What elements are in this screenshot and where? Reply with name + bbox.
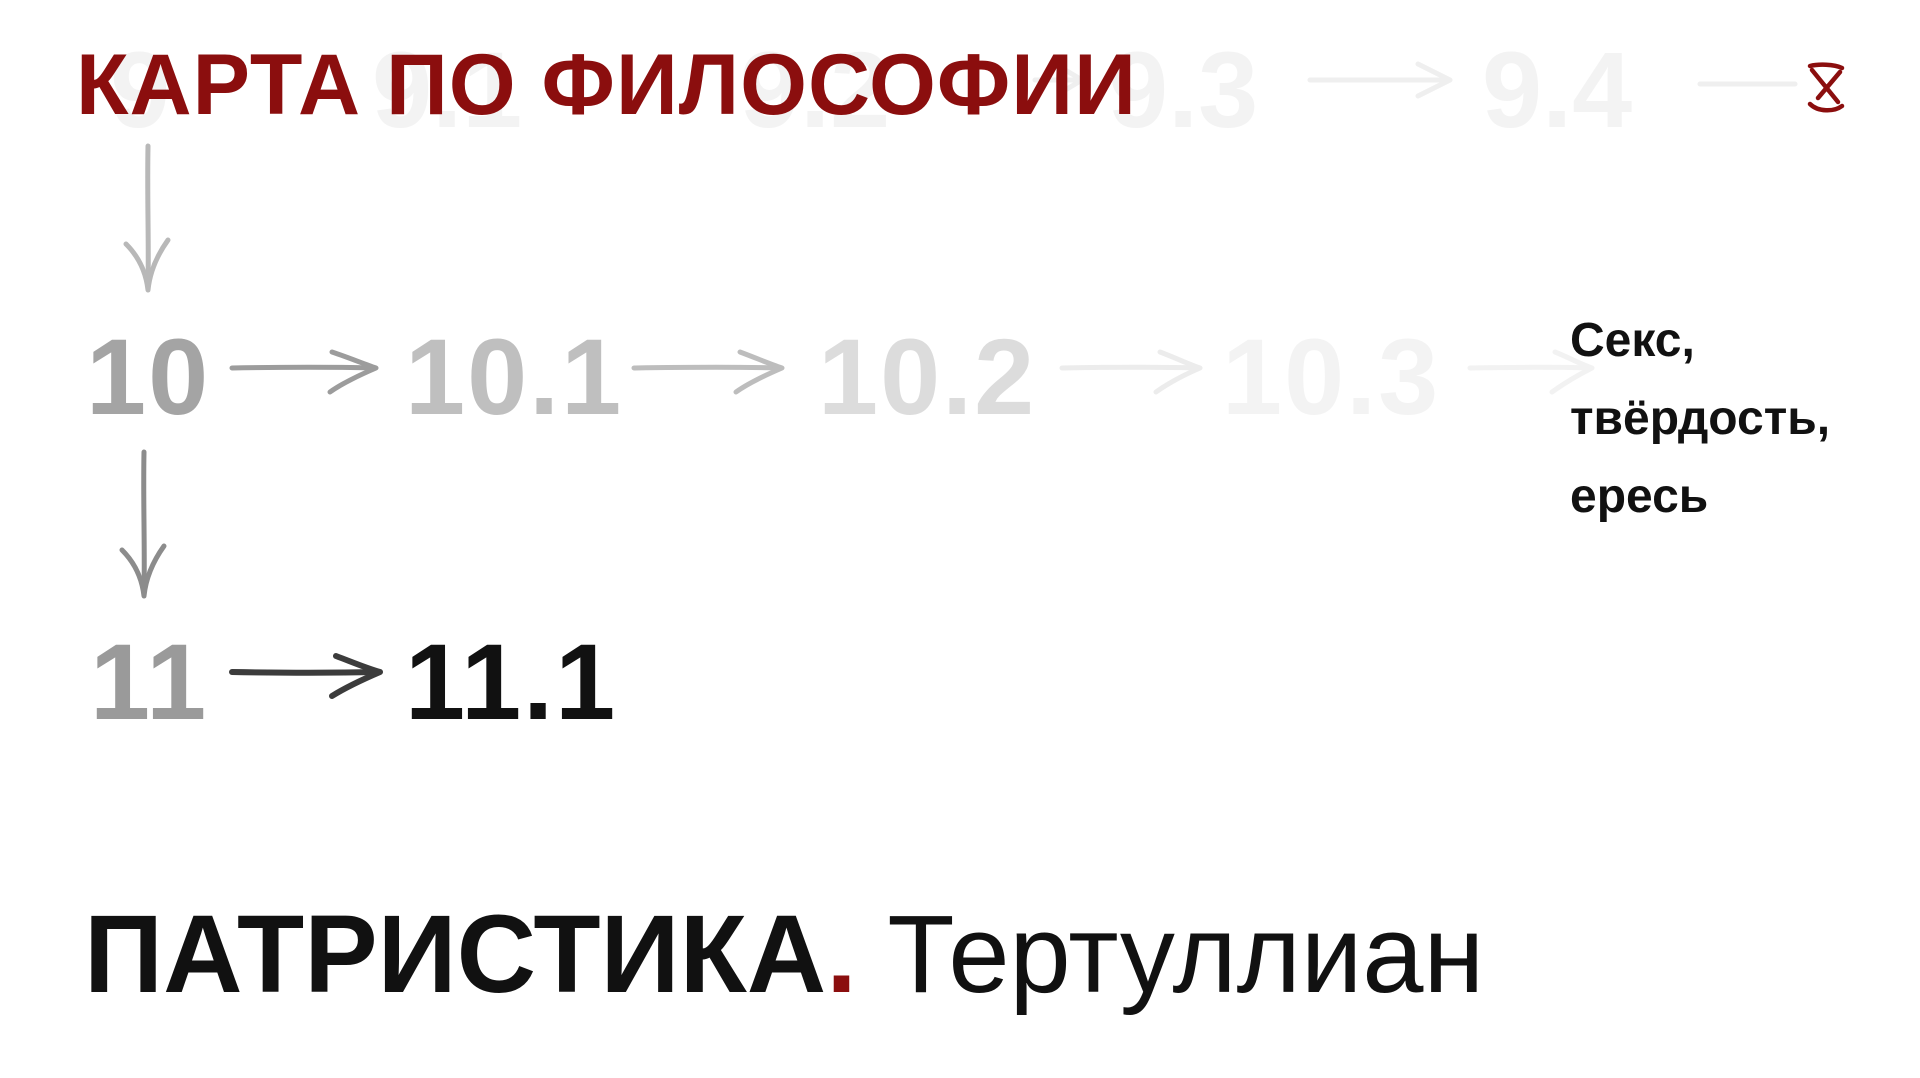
arrow-down-9-10 bbox=[123, 143, 171, 293]
arrow-10-1-10-2 bbox=[631, 349, 785, 395]
page-title: КАРТА ПО ФИЛОСОФИИ bbox=[76, 37, 1137, 133]
node-10-3: 10.3 bbox=[1222, 316, 1441, 437]
node-10: 10 bbox=[86, 316, 211, 437]
node-10-1: 10.1 bbox=[405, 316, 624, 437]
arrow-10-3-next bbox=[1467, 349, 1595, 395]
node-11: 11 bbox=[90, 621, 209, 742]
arrow-10-10-1 bbox=[229, 349, 379, 395]
ghost-arrow bbox=[1032, 61, 1798, 99]
ghost-node-9-1: 9.1 bbox=[372, 29, 523, 150]
side-topics: Секс, твёрдость, ересь bbox=[1570, 302, 1830, 536]
heading-main: ПАТРИСТИКА bbox=[84, 893, 827, 1016]
node-11-1: 11.1 bbox=[405, 621, 618, 742]
side-topic: Секс, bbox=[1570, 314, 1695, 367]
node-10-2: 10.2 bbox=[818, 316, 1037, 437]
ghost-node-9-4: 9.4 bbox=[1482, 29, 1633, 150]
brand-logo-icon bbox=[1807, 62, 1845, 113]
heading-sub: Тертуллиан bbox=[887, 893, 1485, 1016]
arrow-11-11-1 bbox=[229, 653, 383, 699]
arrow-10-2-10-3 bbox=[1059, 349, 1203, 395]
ghost-node-9-2: 9.2 bbox=[740, 29, 891, 150]
section-heading: ПАТРИСТИКА. Тертуллиан bbox=[84, 900, 1484, 1010]
ghost-node-9-3: 9.3 bbox=[1108, 29, 1259, 150]
ghost-node-9: 9 bbox=[110, 29, 171, 150]
heading-dot: . bbox=[826, 893, 857, 1016]
arrow-down-10-11 bbox=[119, 449, 167, 599]
side-topic: ересь bbox=[1570, 470, 1709, 523]
side-topic: твёрдость, bbox=[1570, 392, 1831, 445]
